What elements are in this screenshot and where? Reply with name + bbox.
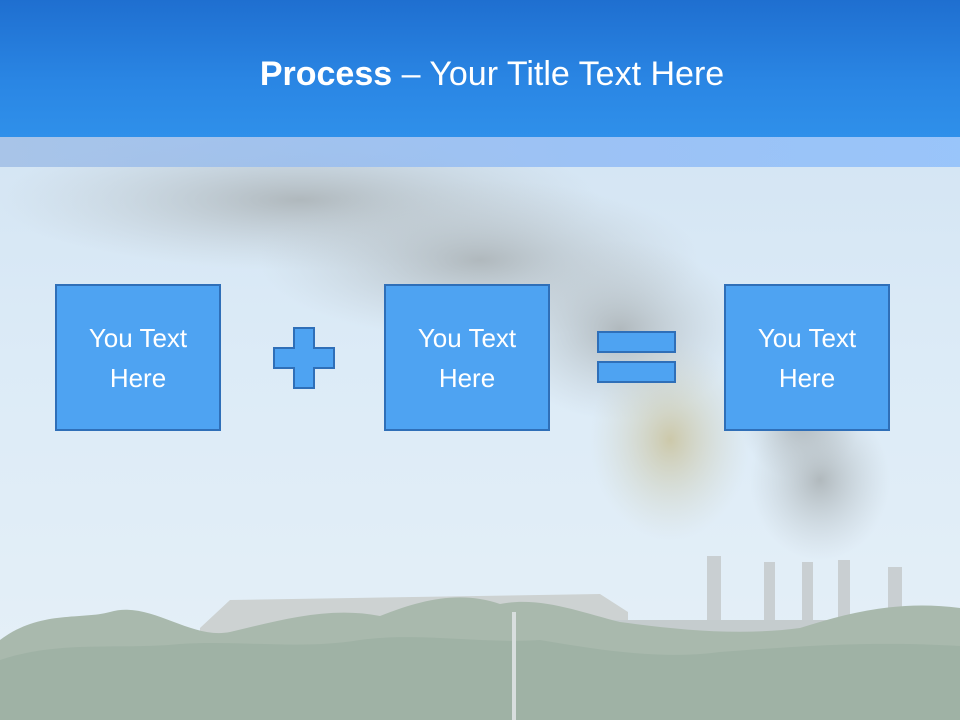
- process-step-text-2-line2: Here: [438, 362, 496, 393]
- title-banner: Process – Your Title Text Here: [0, 0, 960, 137]
- process-step-text-1-line1: You Text: [88, 322, 188, 353]
- process-step-text-3-line1: You Text: [757, 322, 857, 353]
- process-step-text-2-line1: You Text: [417, 322, 517, 353]
- slide-title-rest: – Your Title Text Here: [392, 55, 725, 93]
- slide-title: Process – Your Title Text Here: [0, 52, 960, 96]
- plus-icon: [273, 327, 335, 389]
- process-step-text-1-line2: Here: [109, 362, 167, 393]
- process-step-text-3-line2: Here: [778, 362, 836, 393]
- title-underline-strip: [0, 137, 960, 167]
- equals-icon: [597, 331, 676, 383]
- slide-title-bold: Process: [259, 55, 393, 93]
